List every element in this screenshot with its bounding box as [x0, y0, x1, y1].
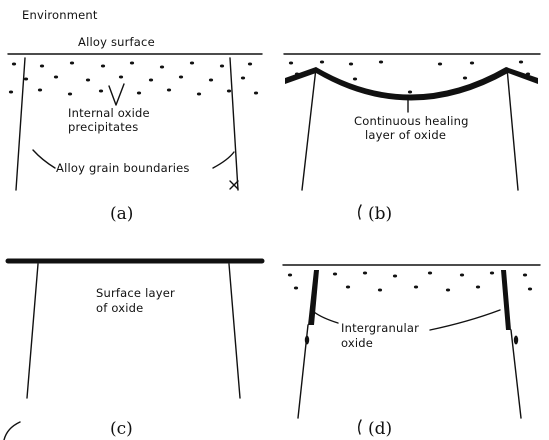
- oxide-precipitate-dot: [527, 287, 533, 291]
- oxide-precipitate-dot: [489, 271, 495, 275]
- oxide-precipitate-dot: [100, 64, 106, 68]
- oxide-precipitate-dot: [166, 88, 172, 92]
- grain-boundary-right-a: [229, 57, 239, 191]
- grain-boundary-left-a: [15, 57, 26, 191]
- precipitates-label-line1: Internal oxide: [68, 106, 150, 120]
- oxide-precipitate-dot: [196, 92, 202, 96]
- oxide-precipitate-dot: [294, 72, 300, 76]
- intergranular-oxide-right: [501, 270, 511, 330]
- oxide-precipitate-dot: [392, 274, 398, 278]
- intergranular-oxide-left: [308, 270, 319, 325]
- oxide-precipitate-dot: [23, 77, 29, 81]
- panel-c: Surface layer of oxide (c): [3, 258, 265, 440]
- grain-boundary-left-b: [301, 67, 317, 191]
- oxide-precipitate-dot: [362, 271, 368, 275]
- oxide-precipitate-dot: [136, 91, 142, 95]
- oxide-precipitate-dot: [39, 64, 45, 68]
- grain-leader-right: [212, 151, 235, 169]
- oxide-precipitate-dot: [459, 273, 465, 277]
- grain-boundary-left-c: [26, 263, 39, 399]
- oxide-precipitate-dot: [219, 64, 225, 68]
- grain-boundary-left-d: [297, 324, 309, 419]
- healing-label-line2: layer of oxide: [365, 128, 446, 142]
- grain-boundary-right-b: [506, 67, 519, 191]
- oxide-precipitate-dot: [377, 288, 383, 292]
- intergranular-label-line1: Intergranular: [341, 321, 419, 335]
- oxide-precipitate-dot: [469, 61, 475, 65]
- caption-d: (d): [368, 419, 392, 439]
- oxide-precipitate-dot: [345, 285, 351, 289]
- oxide-precipitate-dot: [348, 62, 354, 66]
- oxide-precipitate-dot: [67, 92, 73, 96]
- intergranular-label-line2: oxide: [341, 336, 373, 350]
- caption-b: (b): [368, 204, 392, 224]
- oxide-precipitate-dot: [475, 285, 481, 289]
- surface-oxide-label-line2: of oxide: [96, 301, 143, 315]
- oxide-precipitate-dot: [118, 75, 124, 79]
- grain-boundary-right-c: [228, 263, 241, 399]
- oxide-precipitate-dot: [129, 61, 135, 65]
- oxide-precipitate-dot: [319, 60, 325, 64]
- healing-oxide-layer: [285, 67, 538, 101]
- precipitate-dots-b: [288, 60, 531, 94]
- stray-mark-b: [358, 204, 362, 220]
- stray-mark-d: [358, 419, 362, 435]
- panel-d: Intergranular oxide (d): [282, 264, 541, 439]
- intergranular-leader-right: [429, 309, 501, 331]
- oxide-precipitate-dot: [69, 61, 75, 65]
- oxide-precipitate-dot: [226, 89, 232, 93]
- oxide-precipitate-dot: [525, 72, 531, 76]
- oxide-precipitate-dot: [288, 61, 294, 65]
- oxide-precipitate-dot: [247, 62, 253, 66]
- oxide-precipitate-dot: [378, 60, 384, 64]
- precipitate-leader-lines: [108, 83, 125, 106]
- oxide-precipitate-dot: [11, 62, 17, 66]
- oxide-precipitate-dot: [445, 288, 451, 292]
- panel-b: Continuous healing layer of oxide (b): [283, 53, 541, 224]
- caption-c: (c): [110, 419, 133, 439]
- oxide-precipitate-dot: [522, 273, 528, 277]
- grain-boundary-right-d: [510, 329, 522, 419]
- oxide-precipitate-dot: [352, 77, 358, 81]
- oxide-precipitate-dot: [518, 60, 524, 64]
- stray-mark-c: [3, 421, 21, 440]
- oxide-nodule-right: [513, 335, 519, 345]
- oxide-precipitate-dot: [53, 75, 59, 79]
- oxide-precipitate-dot: [413, 285, 419, 289]
- precipitate-dots-a: [8, 61, 259, 96]
- grain-leader-left: [32, 149, 56, 169]
- oxide-precipitate-dot: [293, 286, 299, 290]
- intergranular-leader-left: [313, 311, 339, 324]
- oxide-precipitate-dot: [178, 75, 184, 79]
- panel-a: Environment Alloy surface Internal oxide…: [7, 8, 263, 224]
- surface-oxide-label-line1: Surface layer: [96, 286, 175, 300]
- oxide-precipitate-dot: [159, 65, 165, 69]
- oxide-precipitate-dot: [37, 88, 43, 92]
- oxide-precipitate-dot: [407, 90, 413, 94]
- oxide-precipitate-dot: [189, 61, 195, 65]
- grain-boundaries-label: Alloy grain boundaries: [56, 161, 190, 175]
- oxide-precipitate-dot: [85, 78, 91, 82]
- oxide-precipitate-dot: [437, 62, 443, 66]
- oxide-precipitate-dot: [332, 272, 338, 276]
- oxide-precipitate-dot: [208, 78, 214, 82]
- oxide-precipitate-dot: [253, 91, 259, 95]
- precipitate-dots-d: [287, 271, 533, 292]
- oxide-precipitate-dot: [462, 76, 468, 80]
- precipitates-label-line2: precipitates: [68, 120, 138, 134]
- oxide-precipitate-dot: [427, 271, 433, 275]
- alloy-surface-label: Alloy surface: [78, 35, 155, 49]
- oxide-precipitate-dot: [148, 78, 154, 82]
- caption-a: (a): [110, 204, 133, 224]
- oxide-precipitate-dot: [8, 90, 14, 94]
- oxide-precipitate-dot: [240, 76, 246, 80]
- healing-label-line1: Continuous healing: [354, 114, 469, 128]
- oxide-precipitate-dot: [98, 89, 104, 93]
- small-x-mark: [229, 180, 239, 190]
- oxide-precipitate-dot: [287, 273, 293, 277]
- environment-label: Environment: [22, 8, 98, 22]
